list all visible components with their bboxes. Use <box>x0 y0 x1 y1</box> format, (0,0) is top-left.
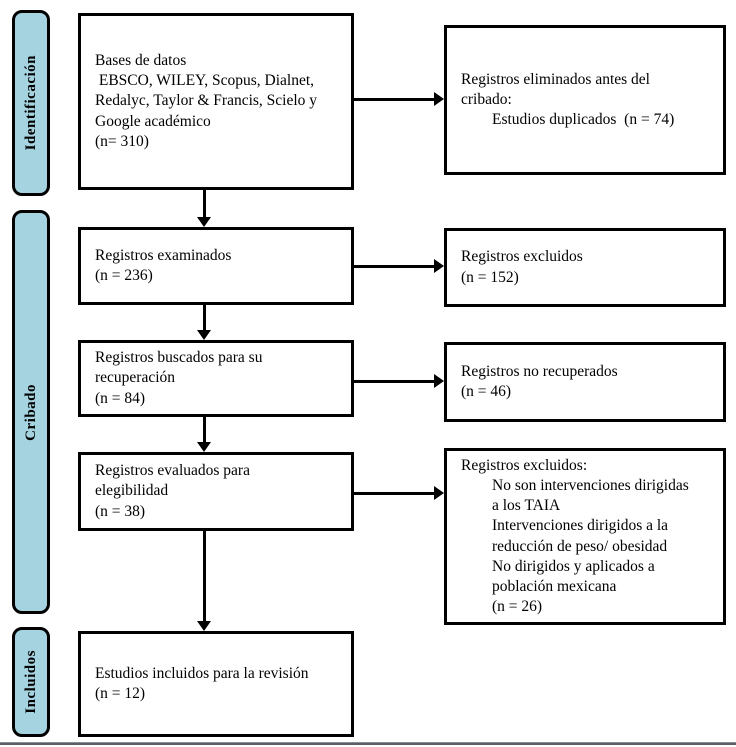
right-arrow-icon <box>434 486 444 500</box>
flow-box-studies-included-text: Estudios incluidos para la revisión (n =… <box>95 664 309 702</box>
connector-right-1 <box>354 98 435 101</box>
flow-box-records-not-retrieved-text: Registros no recuperados (n = 46) <box>461 362 618 400</box>
flow-box-studies-included: Estudios incluidos para la revisión (n =… <box>78 631 354 737</box>
flow-box-records-assessed: Registros evaluados para elegibilidad (n… <box>78 452 354 531</box>
flow-box-records-sought: Registros buscados para su recuperación … <box>78 340 354 417</box>
flow-box-records-assessed-text: Registros evaluados para elegibilidad (n… <box>95 462 250 520</box>
flow-box-records-excluded-reasons: Registros excluidos: No son intervencion… <box>444 448 726 625</box>
stage-identification: Identificación <box>12 10 50 196</box>
stage-identification-label: Identificación <box>22 55 39 151</box>
bottom-divider <box>0 742 736 745</box>
connector-down-3 <box>203 417 206 443</box>
stage-included-label: Incluidos <box>22 650 39 714</box>
down-arrow-icon <box>197 442 211 452</box>
flow-box-records-excluded-reasons-text: Registros excluidos: No son intervencion… <box>461 456 689 615</box>
connector-right-4 <box>354 492 435 495</box>
flow-box-records-sought-text: Registros buscados para su recuperación … <box>95 349 263 407</box>
connector-down-1 <box>203 190 206 218</box>
flow-box-removed-before-screening-text: Registros eliminados antes del cribado: … <box>461 70 675 129</box>
stage-screening-label: Cribado <box>22 383 39 441</box>
flow-box-records-screened: Registros examinados (n = 236) <box>78 227 354 305</box>
connector-down-4 <box>203 531 206 622</box>
flow-box-databases-text: Bases de datos EBSCO, WILEY, Scopus, Dia… <box>95 52 318 150</box>
down-arrow-icon <box>197 217 211 227</box>
right-arrow-icon <box>434 374 444 388</box>
stage-included: Incluidos <box>12 627 50 737</box>
stage-screening: Cribado <box>12 210 50 614</box>
down-arrow-icon <box>197 330 211 340</box>
connector-right-2 <box>354 265 435 268</box>
flow-box-records-screened-text: Registros examinados (n = 236) <box>95 246 232 284</box>
flow-box-removed-before-screening: Registros eliminados antes del cribado: … <box>444 25 726 175</box>
flow-box-records-not-retrieved: Registros no recuperados (n = 46) <box>444 342 726 422</box>
down-arrow-icon <box>197 621 211 631</box>
flow-box-records-excluded: Registros excluidos (n = 152) <box>444 228 726 307</box>
right-arrow-icon <box>434 259 444 273</box>
flow-box-databases: Bases de datos EBSCO, WILEY, Scopus, Dia… <box>78 13 354 190</box>
right-arrow-icon <box>434 92 444 106</box>
flow-box-records-excluded-text: Registros excluidos (n = 152) <box>461 248 583 286</box>
connector-right-3 <box>354 380 435 383</box>
connector-down-2 <box>203 305 206 331</box>
